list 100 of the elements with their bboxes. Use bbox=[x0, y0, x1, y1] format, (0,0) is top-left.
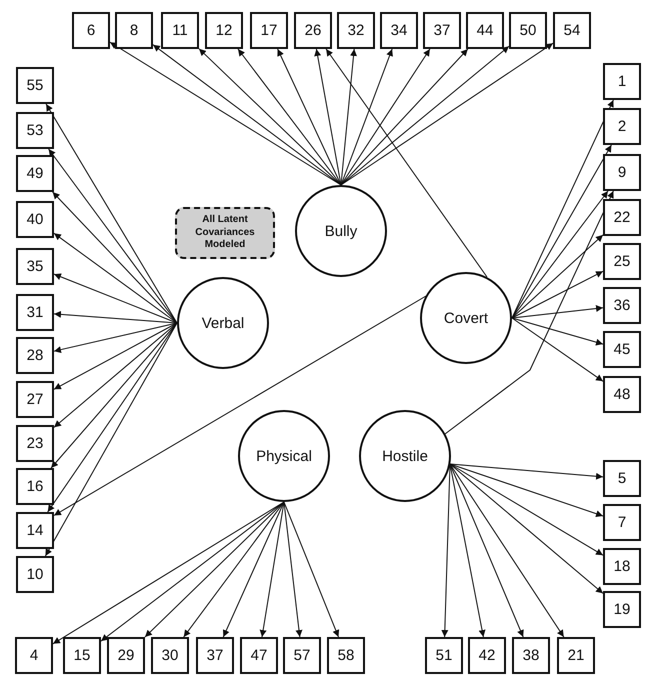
arrow bbox=[340, 42, 554, 186]
latent-circle: Physical bbox=[238, 410, 330, 502]
indicator-box: 31 bbox=[16, 294, 54, 331]
indicator-box: 2 bbox=[603, 108, 641, 145]
indicator-box: 14 bbox=[16, 512, 54, 549]
indicator-box: 36 bbox=[603, 287, 641, 324]
arrow bbox=[450, 464, 486, 638]
indicator-box: 26 bbox=[294, 12, 332, 49]
arrow bbox=[222, 502, 284, 638]
indicator-box: 9 bbox=[603, 154, 641, 191]
indicator-box: 50 bbox=[509, 12, 547, 49]
indicator-box: 34 bbox=[380, 12, 418, 49]
indicator-box: 37 bbox=[423, 12, 461, 49]
indicator-box: 4 bbox=[15, 637, 53, 674]
indicator-box: 16 bbox=[16, 468, 54, 505]
arrow bbox=[340, 48, 468, 186]
arrow bbox=[340, 46, 510, 186]
indicator-box: 1 bbox=[603, 63, 641, 100]
indicator-box: 19 bbox=[603, 591, 641, 628]
indicator-box: 7 bbox=[603, 504, 641, 541]
indicator-box: 30 bbox=[151, 637, 189, 674]
arrow bbox=[284, 502, 340, 638]
indicator-box: 17 bbox=[250, 12, 288, 49]
latent-circle: Hostile bbox=[359, 410, 451, 502]
arrow bbox=[54, 322, 178, 354]
note-box: All Latent Covariances Modeled bbox=[175, 207, 275, 259]
arrow bbox=[450, 464, 524, 638]
arrow bbox=[512, 270, 604, 318]
arrow bbox=[512, 318, 604, 382]
indicator-box: 21 bbox=[557, 637, 595, 674]
indicator-box: 45 bbox=[603, 331, 641, 368]
arrow bbox=[144, 502, 284, 638]
arrow bbox=[152, 44, 342, 186]
arrow bbox=[450, 464, 604, 556]
indicator-box: 32 bbox=[337, 12, 375, 49]
arrow bbox=[238, 48, 342, 186]
indicator-box: 23 bbox=[16, 425, 54, 462]
arrow bbox=[52, 192, 178, 324]
arrow bbox=[54, 310, 178, 324]
indicator-box: 8 bbox=[115, 12, 153, 49]
indicator-box: 10 bbox=[16, 556, 54, 593]
indicator-box: 48 bbox=[603, 376, 641, 413]
indicator-box: 44 bbox=[466, 12, 504, 49]
indicator-box: 53 bbox=[16, 112, 54, 149]
arrow bbox=[54, 322, 178, 428]
arrow bbox=[52, 502, 284, 644]
arrow bbox=[183, 502, 284, 638]
arrow bbox=[326, 48, 488, 278]
indicator-box: 15 bbox=[63, 637, 101, 674]
arrow bbox=[50, 322, 178, 468]
arrow bbox=[54, 273, 178, 324]
arrow bbox=[277, 48, 342, 186]
indicator-box: 5 bbox=[603, 460, 641, 497]
arrow bbox=[512, 190, 608, 318]
indicator-box: 35 bbox=[16, 248, 54, 285]
indicator-box: 27 bbox=[16, 381, 54, 418]
latent-circle: Verbal bbox=[177, 277, 269, 369]
indicator-box: 58 bbox=[327, 637, 365, 674]
arrow bbox=[512, 318, 604, 346]
latent-circle: Bully bbox=[295, 185, 387, 277]
indicator-box: 12 bbox=[205, 12, 243, 49]
indicator-box: 6 bbox=[72, 12, 110, 49]
arrow bbox=[260, 502, 284, 638]
arrow bbox=[54, 322, 178, 390]
indicator-box: 54 bbox=[553, 12, 591, 49]
indicator-box: 40 bbox=[16, 201, 54, 238]
arrow bbox=[54, 296, 426, 516]
indicator-box: 51 bbox=[425, 637, 463, 674]
arrow bbox=[340, 48, 357, 186]
arrow bbox=[314, 48, 342, 186]
arrow bbox=[512, 305, 604, 318]
arrow bbox=[110, 42, 342, 186]
indicator-box: 22 bbox=[603, 199, 641, 236]
arrow bbox=[46, 104, 178, 324]
indicator-box: 37 bbox=[196, 637, 234, 674]
indicator-box: 47 bbox=[240, 637, 278, 674]
arrow bbox=[512, 100, 614, 318]
indicator-box: 38 bbox=[512, 637, 550, 674]
arrow bbox=[450, 464, 564, 638]
indicator-box: 18 bbox=[603, 548, 641, 585]
arrow bbox=[100, 502, 284, 642]
indicator-box: 49 bbox=[16, 155, 54, 192]
indicator-box: 55 bbox=[16, 67, 54, 104]
arrow bbox=[450, 464, 604, 594]
indicator-box: 28 bbox=[16, 337, 54, 374]
indicator-box: 11 bbox=[161, 12, 199, 49]
arrow bbox=[340, 48, 393, 186]
arrow bbox=[44, 322, 178, 556]
indicator-box: 57 bbox=[283, 637, 321, 674]
arrow bbox=[284, 502, 302, 638]
arrow bbox=[444, 190, 614, 434]
arrow bbox=[47, 322, 178, 512]
arrow bbox=[450, 464, 604, 480]
indicator-box: 25 bbox=[603, 243, 641, 280]
arrow bbox=[198, 48, 342, 186]
arrow bbox=[512, 144, 612, 318]
latent-circle: Covert bbox=[420, 272, 512, 364]
arrow bbox=[450, 464, 604, 518]
indicator-box: 42 bbox=[468, 637, 506, 674]
arrow bbox=[54, 232, 178, 324]
